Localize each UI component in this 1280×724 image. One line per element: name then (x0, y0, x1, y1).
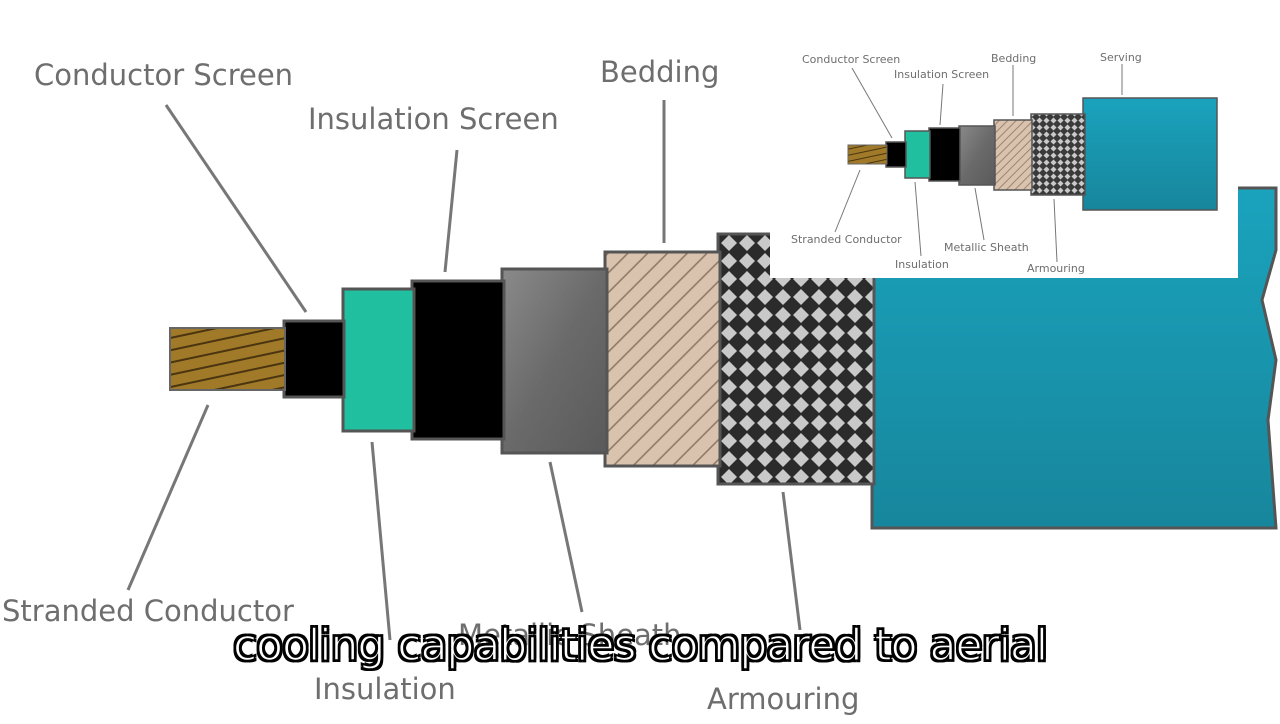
inset-stranded-conductor-layer (847, 144, 888, 165)
inset-cable-diagram: Conductor Screen Insulation Screen Beddi… (770, 40, 1238, 278)
inset-label-bedding: Bedding (991, 52, 1037, 65)
inset-armouring-layer (1030, 113, 1086, 196)
insulation-screen-layer (410, 279, 506, 441)
inset-label-stranded-conductor: Stranded Conductor (791, 233, 902, 246)
inset-label-conductor-screen: Conductor Screen (802, 53, 901, 66)
leader-lines (126, 100, 802, 641)
label-metallic-sheath: Metallic Sheath (458, 618, 682, 652)
label-insulation-screen: Insulation Screen (308, 102, 559, 136)
label-insulation: Insulation (314, 672, 456, 706)
inset-leader-lines (834, 64, 1123, 263)
label-armouring: Armouring (707, 682, 860, 716)
inset-cable-svg (834, 64, 1218, 263)
conductor-screen-layer (282, 319, 346, 399)
video-subtitle: cooling capabilities compared to aerial (232, 619, 1049, 672)
inset-label-insulation: Insulation (895, 258, 949, 271)
bedding-layer (603, 250, 722, 468)
inset-label-serving: Serving (1100, 51, 1142, 64)
inset-insulation-screen-layer (928, 127, 961, 182)
stranded-conductor-layer (169, 327, 286, 391)
insulation-layer (341, 287, 416, 433)
label-stranded-conductor: Stranded Conductor (2, 594, 294, 628)
inset-bedding-layer (993, 119, 1033, 191)
inset-conductor-screen-layer (885, 141, 907, 168)
metallic-sheath-layer (500, 267, 609, 455)
label-bedding: Bedding (600, 55, 720, 89)
inset-insulation-layer (904, 130, 931, 179)
inset-label-insulation-screen: Insulation Screen (894, 68, 990, 81)
label-conductor-screen: Conductor Screen (34, 58, 294, 92)
inset-label-armouring: Armouring (1027, 262, 1085, 275)
inset-serving-layer (1082, 97, 1218, 211)
inset-metallic-sheath-layer (958, 125, 996, 186)
inset-label-metallic-sheath: Metallic Sheath (944, 241, 1029, 254)
